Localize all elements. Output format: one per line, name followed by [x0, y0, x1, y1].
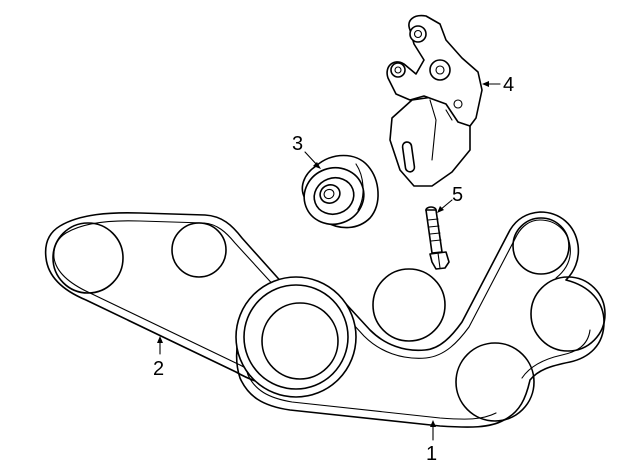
tensioner-bracket-part-4 [386, 14, 483, 187]
pulleys [52, 217, 606, 422]
pulley-left [52, 222, 124, 294]
pulley-center-top [372, 268, 446, 342]
pulley-upper-left [171, 222, 227, 278]
pulley-lower-right [455, 342, 535, 422]
callout-5: 5 [452, 184, 463, 206]
callout-1: 1 [426, 443, 437, 465]
callout-3: 3 [292, 133, 303, 155]
callout-2: 2 [153, 358, 164, 380]
pulley-tensioner-main [235, 276, 357, 398]
pulley-right [530, 276, 606, 352]
callout-leaders [157, 81, 501, 441]
idler-pulley-part-3 [301, 154, 379, 229]
pulley-upper-right [512, 217, 570, 275]
callout-4: 4 [503, 74, 514, 96]
callout-numbers: 1 2 3 4 5 [153, 74, 514, 465]
bolt-part-5 [425, 206, 450, 270]
